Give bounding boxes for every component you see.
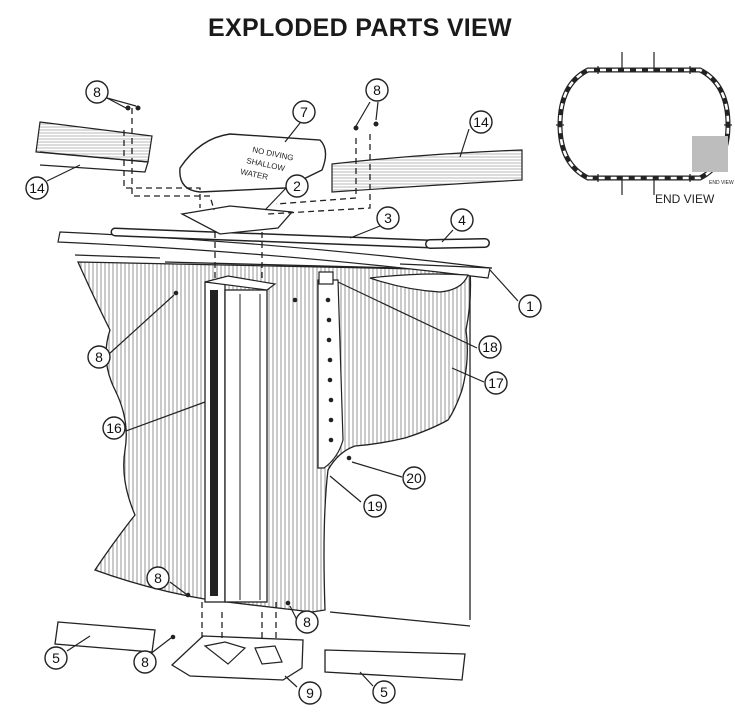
end-view-highlight xyxy=(692,136,728,172)
callout-number: 8 xyxy=(373,82,381,98)
bottom-rail-right xyxy=(324,649,466,681)
callout-8-lower-left: 8 xyxy=(146,566,170,590)
callout-number: 18 xyxy=(482,339,498,355)
page-title: EXPLODED PARTS VIEW xyxy=(208,14,512,42)
callout-number: 4 xyxy=(458,212,466,228)
vertical-upright xyxy=(204,275,277,603)
callout-5-left: 5 xyxy=(44,646,68,670)
end-view-inset-note: END VIEW xyxy=(709,180,734,186)
top-rail-left xyxy=(35,121,153,173)
top-rail-right xyxy=(331,149,523,193)
callout-number: 8 xyxy=(154,570,162,586)
callout-14-right: 14 xyxy=(469,110,493,134)
callout-9: 9 xyxy=(298,681,322,705)
callout-number: 1 xyxy=(526,298,534,314)
callout-20: 20 xyxy=(402,466,426,490)
callout-14-left: 14 xyxy=(25,176,49,200)
top-plate xyxy=(179,205,294,235)
callout-number: 9 xyxy=(306,685,314,701)
callout-2: 2 xyxy=(285,174,309,198)
callout-18: 18 xyxy=(478,335,502,359)
assembly-lines xyxy=(123,108,371,640)
callout-number: 7 xyxy=(300,104,308,120)
top-ledge xyxy=(57,231,491,279)
callout-7: 7 xyxy=(292,100,316,124)
callout-number: 20 xyxy=(406,470,422,486)
callout-number: 14 xyxy=(29,180,45,196)
callout-4: 4 xyxy=(450,208,474,232)
callout-number: 5 xyxy=(380,684,388,700)
end-view-diagram: END VIEW xyxy=(556,52,734,195)
leader-lines xyxy=(46,97,519,688)
callout-number: 19 xyxy=(367,498,383,514)
callout-number: 8 xyxy=(303,614,311,630)
wall-bolt-strip xyxy=(317,271,344,469)
callout-5-right: 5 xyxy=(372,680,396,704)
bottom-plate xyxy=(170,635,304,681)
callout-16: 16 xyxy=(102,416,126,440)
callout-number: 14 xyxy=(473,114,489,130)
callout-number: 5 xyxy=(52,650,60,666)
callout-number: 17 xyxy=(488,375,504,391)
callout-number: 2 xyxy=(293,178,301,194)
pool-wall-outline xyxy=(329,270,471,627)
callout-number: 8 xyxy=(95,349,103,365)
liner-flap xyxy=(369,273,469,293)
callout-number: 3 xyxy=(384,210,392,226)
pool-wall-liner xyxy=(76,261,472,613)
screw-icons xyxy=(125,105,379,640)
callout-8-top-right: 8 xyxy=(365,78,389,102)
callout-number: 8 xyxy=(141,654,149,670)
callout-19: 19 xyxy=(363,494,387,518)
callout-number: 8 xyxy=(93,84,101,100)
callout-3: 3 xyxy=(376,206,400,230)
callout-8-top-left: 8 xyxy=(85,80,109,104)
callout-17: 17 xyxy=(484,371,508,395)
callout-8-lower-right: 8 xyxy=(295,610,319,634)
end-view-caption: END VIEW xyxy=(655,192,715,206)
bottom-rail-left xyxy=(54,621,156,653)
callout-1: 1 xyxy=(518,294,542,318)
callout-8-bottom: 8 xyxy=(133,650,157,674)
ledge-edge xyxy=(74,254,493,269)
callout-number: 16 xyxy=(106,420,122,436)
callout-8-mid-left: 8 xyxy=(87,345,111,369)
